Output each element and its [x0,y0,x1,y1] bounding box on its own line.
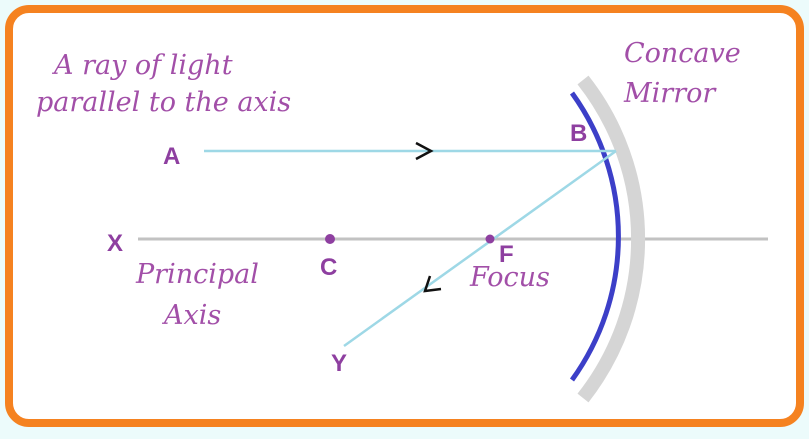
reflected-ray [343,149,617,348]
focus-label: Focus [469,262,550,293]
concave-mirror-arc [569,91,621,382]
center-of-curvature-dot [325,234,335,244]
focus-dot [485,234,495,244]
point-f-label: F [499,241,514,268]
mirror-label-line2: Mirror [623,78,717,109]
ray-description-line1: A ray of light [51,50,233,81]
point-b-label: B [570,120,587,147]
ray-description-line2: parallel to the axis [36,87,291,118]
principal-axis-label-line1: Principal [135,259,259,290]
point-a-label: A [163,143,180,170]
point-c-label: C [320,254,337,281]
mirror-shadow [577,75,646,403]
reflected-arrow-icon [423,275,442,293]
mirror-label-line1: Concave [624,38,741,69]
principal-axis-label-line2: Axis [161,300,221,331]
point-y-label: Y [331,350,347,377]
incident-arrow-icon [415,141,434,161]
point-x-label: X [107,230,123,257]
